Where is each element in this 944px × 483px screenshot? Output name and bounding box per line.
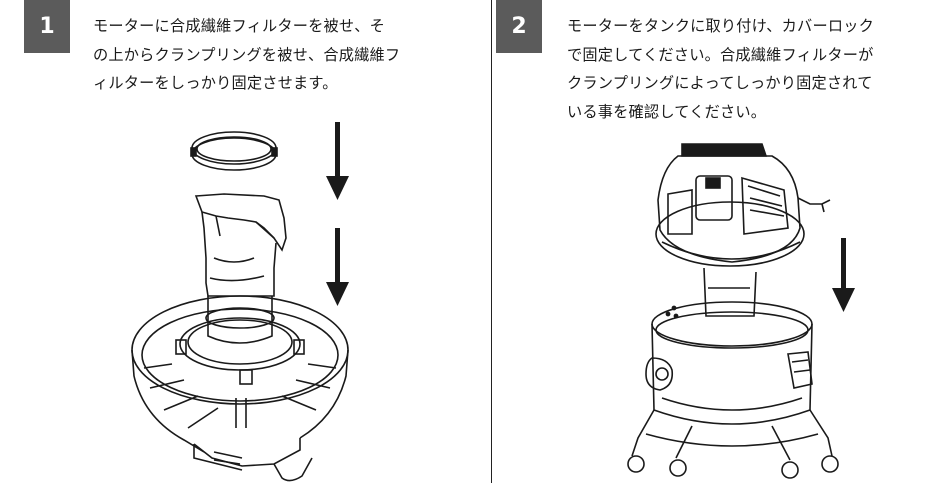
clamp-ring-icon (190, 131, 278, 171)
step-instruction: モーターに合成繊維フィルターを被せ、そ の上からクランプリングを被せ、合成繊維フ… (93, 12, 400, 98)
synthetic-filter-icon (703, 267, 757, 317)
step-2-panel: 2 モーターをタンクに取り付け、カバーロック で固定してください。合成繊維フィル… (492, 0, 944, 483)
down-arrow-icon (326, 122, 349, 200)
motor-filter-illustration (131, 122, 349, 482)
instruction-line: の上からクランプリングを被せ、合成繊維フ (93, 45, 401, 64)
instruction-line: モーターに合成繊維フィルターを被せ、そ (93, 17, 386, 35)
down-arrow-icon (832, 238, 855, 312)
step-number-badge: 2 (496, 0, 542, 53)
step-1-panel: 1 モーターに合成繊維フィルターを被せ、そ の上からクランプリングを被せ、合成繊… (24, 0, 492, 483)
instruction-line: クランプリングによってしっかり固定されて (567, 74, 873, 92)
instruction-line: モーターをタンクに取り付け、カバーロック (567, 17, 874, 35)
down-arrow-icon (326, 228, 349, 306)
instruction-line: で固定してください。合成繊維フィルターが (567, 45, 874, 64)
instruction-line: ィルターをしっかり固定させます。 (93, 74, 338, 92)
synthetic-filter-icon (194, 193, 287, 297)
tank-mount-illustration (627, 143, 855, 479)
step-number-badge: 1 (24, 0, 70, 53)
instruction-line: いる事を確認してください。 (567, 102, 767, 121)
step-instruction: モーターをタンクに取り付け、カバーロック で固定してください。合成繊維フィルター… (567, 12, 874, 126)
tank-icon (645, 301, 813, 425)
motor-base-icon (131, 295, 349, 482)
motor-head-icon (655, 143, 831, 267)
caster-base-icon (627, 409, 839, 479)
